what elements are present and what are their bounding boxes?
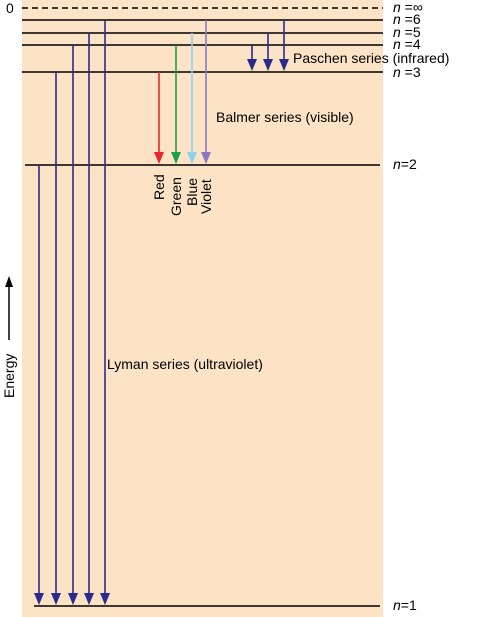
arrow-head bbox=[100, 593, 110, 605]
energy-axis-arrowhead bbox=[5, 276, 13, 287]
arrow-head bbox=[68, 593, 78, 605]
arrow-head bbox=[51, 593, 61, 605]
energy-level-label: n =6 bbox=[393, 11, 421, 27]
arrow-head bbox=[201, 152, 211, 164]
zero-energy-label: 0 bbox=[6, 0, 14, 16]
arrow-head bbox=[84, 593, 94, 605]
energy-level-label: n=2 bbox=[393, 156, 417, 172]
energy-level-n-6: n =6 bbox=[22, 11, 421, 27]
energy-level-n-1: n=1 bbox=[34, 597, 417, 613]
paschen-series-label: Paschen series (infrared) bbox=[293, 50, 449, 66]
energy-level-label: n =∞ bbox=[393, 0, 423, 15]
balmer-arrow-green bbox=[171, 45, 181, 164]
paschen-arrow bbox=[247, 45, 257, 71]
energy-level-label: n =4 bbox=[393, 36, 421, 52]
energy-level-n-5: n =5 bbox=[22, 24, 421, 40]
lyman-arrow bbox=[51, 72, 61, 605]
balmer-label-violet: Violet bbox=[198, 179, 214, 214]
energy-axis: Energy bbox=[1, 276, 17, 398]
lyman-series-label: Lyman series (ultraviolet) bbox=[107, 356, 263, 372]
arrow-head bbox=[279, 59, 289, 71]
arrow-head bbox=[187, 152, 197, 164]
energy-level-label: n=1 bbox=[393, 597, 417, 613]
energy-axis-label: Energy bbox=[1, 354, 17, 398]
energy-level-label: n =3 bbox=[393, 64, 421, 80]
balmer-series-label: Balmer series (visible) bbox=[216, 109, 354, 125]
arrow-head bbox=[171, 152, 181, 164]
transition-arrows bbox=[34, 20, 289, 605]
energy-level-n-4: n =4 bbox=[22, 36, 421, 52]
balmer-label-blue: Blue bbox=[184, 178, 200, 206]
paschen-arrow bbox=[279, 20, 289, 71]
lyman-arrow bbox=[84, 33, 94, 605]
balmer-label-green: Green bbox=[168, 177, 184, 216]
energy-level-n-infinity: n =∞ bbox=[22, 0, 423, 15]
diagram-background bbox=[22, 0, 383, 617]
arrow-head bbox=[247, 59, 257, 71]
lyman-arrow bbox=[100, 20, 110, 605]
arrow-head bbox=[154, 152, 164, 164]
balmer-label-red: Red bbox=[151, 174, 167, 200]
arrow-head bbox=[34, 593, 44, 605]
balmer-arrow-red bbox=[154, 72, 164, 164]
balmer-arrow-violet bbox=[201, 20, 211, 164]
lyman-arrow bbox=[34, 165, 44, 605]
paschen-arrow bbox=[263, 33, 273, 71]
energy-level-n-3: n =3 bbox=[22, 64, 421, 80]
balmer-arrow-blue bbox=[187, 33, 197, 164]
lyman-arrow bbox=[68, 45, 78, 605]
arrow-head bbox=[263, 59, 273, 71]
energy-levels: n =∞n =6n =5n =4 n =3 n=2 n=1 bbox=[22, 0, 423, 613]
energy-level-label: n =5 bbox=[393, 24, 421, 40]
energy-level-n-2: n=2 bbox=[25, 156, 417, 172]
